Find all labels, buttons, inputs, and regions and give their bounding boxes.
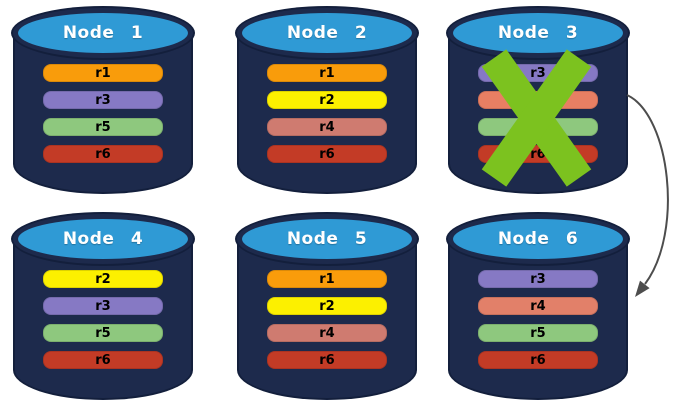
replica-label: r3 [530, 65, 546, 81]
replica-bar-r1: r1 [267, 270, 387, 288]
node-6-cylinder-body [448, 239, 628, 400]
replica-label: r6 [530, 146, 546, 162]
replica-label: r3 [530, 271, 546, 287]
replica-bar-r3: r3 [43, 91, 163, 109]
node-4: Node 4 r2 r3 r5 r6 [13, 214, 193, 402]
replica-bar-r2: r2 [43, 270, 163, 288]
replica-bar-r3: r3 [478, 270, 598, 288]
replica-bar-r6: r6 [478, 145, 598, 163]
node-6-cylinder-top: Node 6 [448, 214, 628, 264]
replica-bar-r5: r5 [478, 118, 598, 136]
replica-label: r6 [530, 352, 546, 368]
replica-bar-r6: r6 [267, 145, 387, 163]
replica-label: r6 [95, 352, 111, 368]
replica-bar-r4: r4 [267, 118, 387, 136]
node-1-replicas: r1 r3 r5 r6 [13, 64, 193, 163]
replica-label: r1 [319, 271, 335, 287]
replica-label: r6 [319, 352, 335, 368]
replica-label: r1 [95, 65, 111, 81]
replica-bar-r6: r6 [267, 351, 387, 369]
replica-bar-r1: r1 [267, 64, 387, 82]
replica-label: r5 [530, 119, 546, 135]
replica-label: r2 [319, 298, 335, 314]
node-5-cylinder-body [237, 239, 417, 400]
node-4-cylinder-top: Node 4 [13, 214, 193, 264]
replica-bar-r6: r6 [43, 145, 163, 163]
replica-bar-r3: r3 [43, 297, 163, 315]
node-3-cylinder-top: Node 3 [448, 8, 628, 58]
replica-label: r4 [319, 119, 335, 135]
node-1-cylinder-top: Node 1 [13, 8, 193, 58]
replica-label: r1 [319, 65, 335, 81]
replica-bar-r6: r6 [43, 351, 163, 369]
replica-label: r5 [530, 325, 546, 341]
node-2-cylinder-top: Node 2 [237, 8, 417, 58]
replica-bar-r5: r5 [43, 324, 163, 342]
replica-bar-r5: r5 [478, 324, 598, 342]
node-2-replicas: r1 r2 r4 r6 [237, 64, 417, 163]
node-6: Node 6 r3 r4 r5 r6 [448, 214, 628, 402]
node-3-replicas: r3 r4 r5 r6 [448, 64, 628, 163]
node-4-cylinder-body [13, 239, 193, 400]
node-6-title: Node 6 [497, 229, 579, 249]
node-5-cylinder-top: Node 5 [237, 214, 417, 264]
replica-bar-r3: r3 [478, 64, 598, 82]
node-5-replicas: r1 r2 r4 r6 [237, 270, 417, 369]
node-1: Node 1 r1 r3 r5 r6 [13, 8, 193, 196]
replica-label: r4 [319, 325, 335, 341]
node-3-title: Node 3 [497, 23, 579, 43]
replica-bar-r1: r1 [43, 64, 163, 82]
replica-label: r5 [95, 119, 111, 135]
replica-label: r2 [319, 92, 335, 108]
node-2-cylinder-body [237, 33, 417, 194]
replica-bar-r4: r4 [267, 324, 387, 342]
replica-label: r4 [530, 298, 546, 314]
replica-bar-r2: r2 [267, 91, 387, 109]
node-4-title: Node 4 [62, 229, 144, 249]
node-6-replicas: r3 r4 r5 r6 [448, 270, 628, 369]
node-5: Node 5 r1 r2 r4 r6 [237, 214, 417, 402]
replica-bar-r6: r6 [478, 351, 598, 369]
replica-label: r6 [95, 146, 111, 162]
node-4-replicas: r2 r3 r5 r6 [13, 270, 193, 369]
node-3: Node 3 r3 r4 r5 r6 [448, 8, 628, 196]
node-1-title: Node 1 [62, 23, 144, 43]
replica-label: r6 [319, 146, 335, 162]
replica-label: r5 [95, 325, 111, 341]
node-2: Node 2 r1 r2 r4 r6 [237, 8, 417, 196]
replica-bar-r4: r4 [478, 297, 598, 315]
replica-label: r4 [530, 92, 546, 108]
replica-bar-r4: r4 [478, 91, 598, 109]
replica-label: r2 [95, 271, 111, 287]
node-5-title: Node 5 [286, 229, 368, 249]
replica-label: r3 [95, 92, 111, 108]
replica-bar-r2: r2 [267, 297, 387, 315]
node-1-cylinder-body [13, 33, 193, 194]
replica-label: r3 [95, 298, 111, 314]
replica-bar-r5: r5 [43, 118, 163, 136]
node-2-title: Node 2 [286, 23, 368, 43]
